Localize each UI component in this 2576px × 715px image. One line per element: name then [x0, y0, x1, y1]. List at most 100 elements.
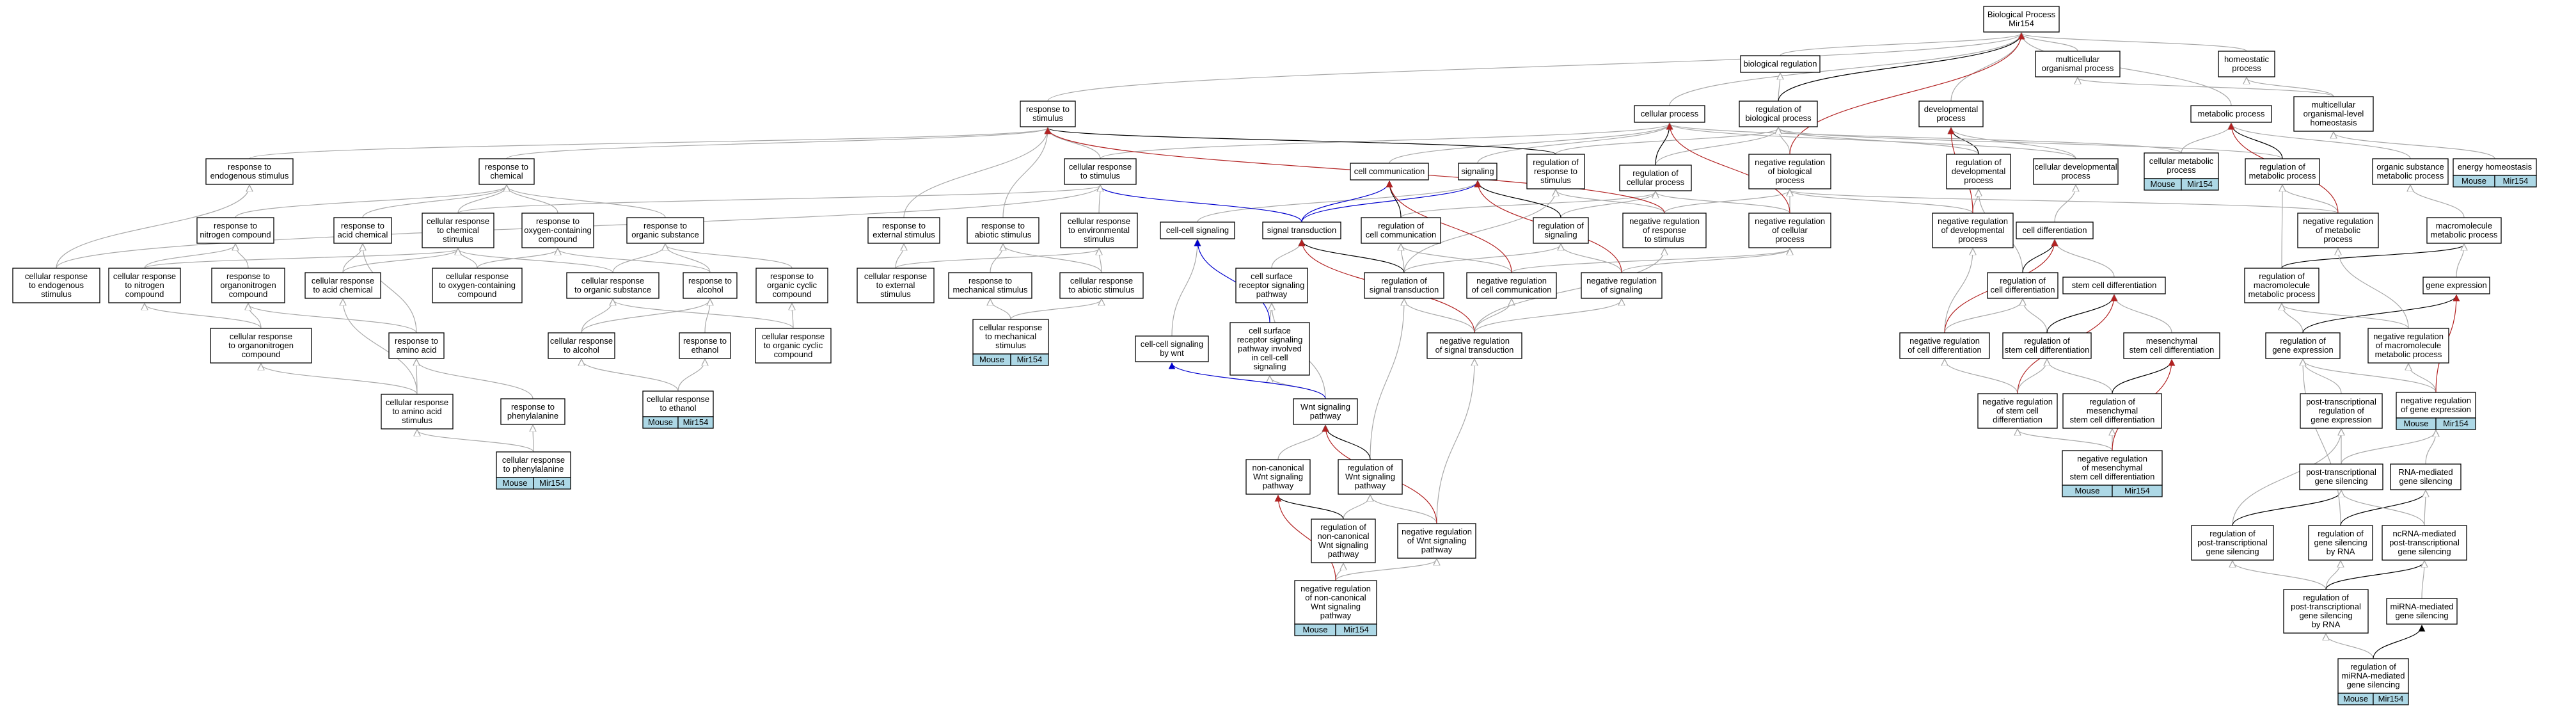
go-term-node[interactable]: cell-cell signaling — [1160, 221, 1235, 239]
go-term-node[interactable]: gene expression — [2422, 277, 2490, 294]
node-label-line: organic substance — [2376, 162, 2444, 172]
node-label-line: cellular response — [762, 332, 825, 341]
go-term-node[interactable]: stem cell differentiation — [2062, 277, 2166, 294]
go-term-node[interactable]: signaling — [1458, 163, 1497, 181]
go-term-node[interactable]: metabolic process — [2190, 105, 2272, 123]
go-term-node[interactable]: cell differentiation — [2016, 221, 2094, 239]
go-term-node[interactable]: cellular process — [1634, 105, 1705, 123]
go-term-node[interactable]: cell communication — [1350, 163, 1429, 181]
go-term-node[interactable]: signal transduction — [1262, 221, 1341, 239]
go-term-node[interactable]: biological regulation — [1740, 55, 1821, 73]
